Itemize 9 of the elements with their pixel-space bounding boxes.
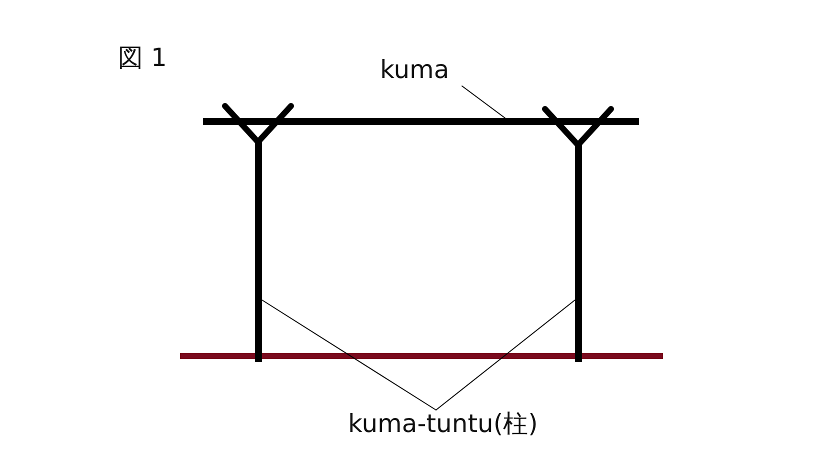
leader-line bbox=[462, 86, 506, 118]
part-label: kuma-tuntu(柱) bbox=[348, 410, 538, 438]
post bbox=[255, 142, 262, 362]
beam bbox=[203, 118, 639, 125]
figure-title: 図 1 bbox=[118, 44, 167, 72]
post bbox=[575, 142, 582, 362]
leader-line bbox=[262, 300, 436, 410]
leader-line bbox=[436, 300, 576, 410]
part-label: kuma bbox=[380, 56, 450, 84]
